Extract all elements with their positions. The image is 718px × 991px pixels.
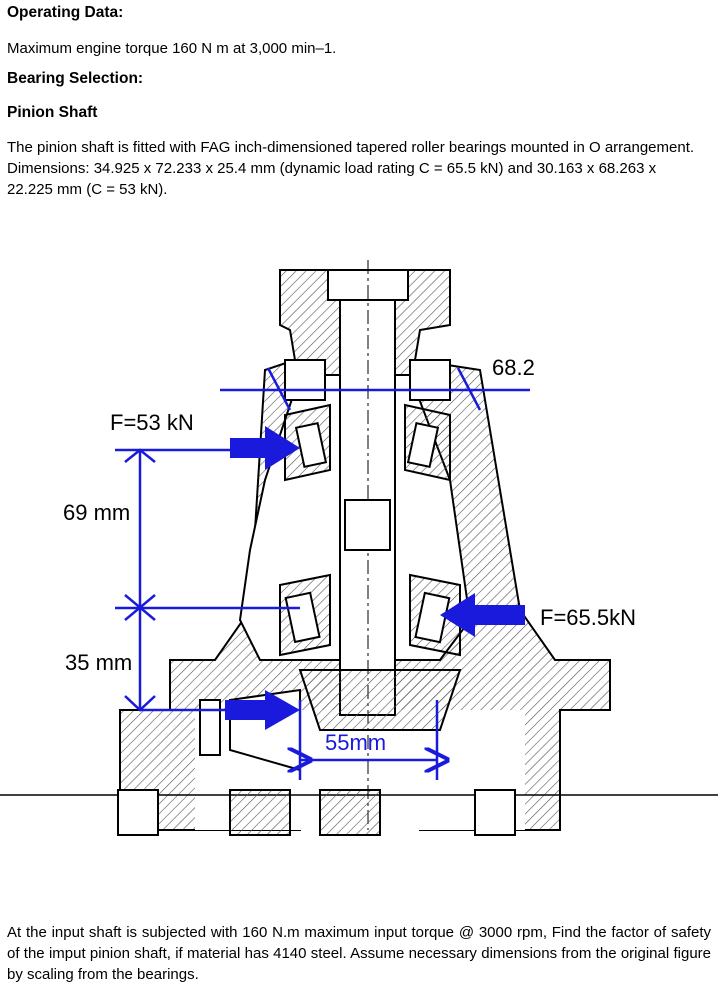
pinion-shaft-paragraph: The pinion shaft is fitted with FAG inch…	[7, 139, 695, 198]
ring-bearings	[117, 789, 516, 836]
label-dim-35: 35 mm	[65, 650, 132, 675]
label-dim-69: 69 mm	[63, 500, 130, 525]
label-force-lower: F=65.5kN	[540, 605, 636, 630]
operating-data-heading: Operating Data:	[7, 4, 124, 21]
operating-data-line: Maximum engine torque 160 N m at 3,000 m…	[7, 40, 337, 57]
upper-bearings	[284, 359, 451, 482]
label-force-upper: F=53 kN	[110, 410, 194, 435]
pinion-shaft-heading: Pinion Shaft	[7, 104, 98, 121]
bearing-selection-heading: Bearing Selection:	[7, 70, 144, 87]
pinion-shaft	[327, 260, 409, 830]
question-paragraph: At the input shaft is subjected with 160…	[7, 924, 711, 983]
pinion-shaft-drawing: 68.2 F=53 kN 69 mm F=65.5kN 35 mm 55mm	[0, 260, 718, 836]
label-dim-55: 55mm	[325, 730, 386, 755]
label-68-2: 68.2	[492, 355, 535, 380]
annotations	[115, 367, 530, 780]
lower-bearings	[279, 573, 461, 657]
